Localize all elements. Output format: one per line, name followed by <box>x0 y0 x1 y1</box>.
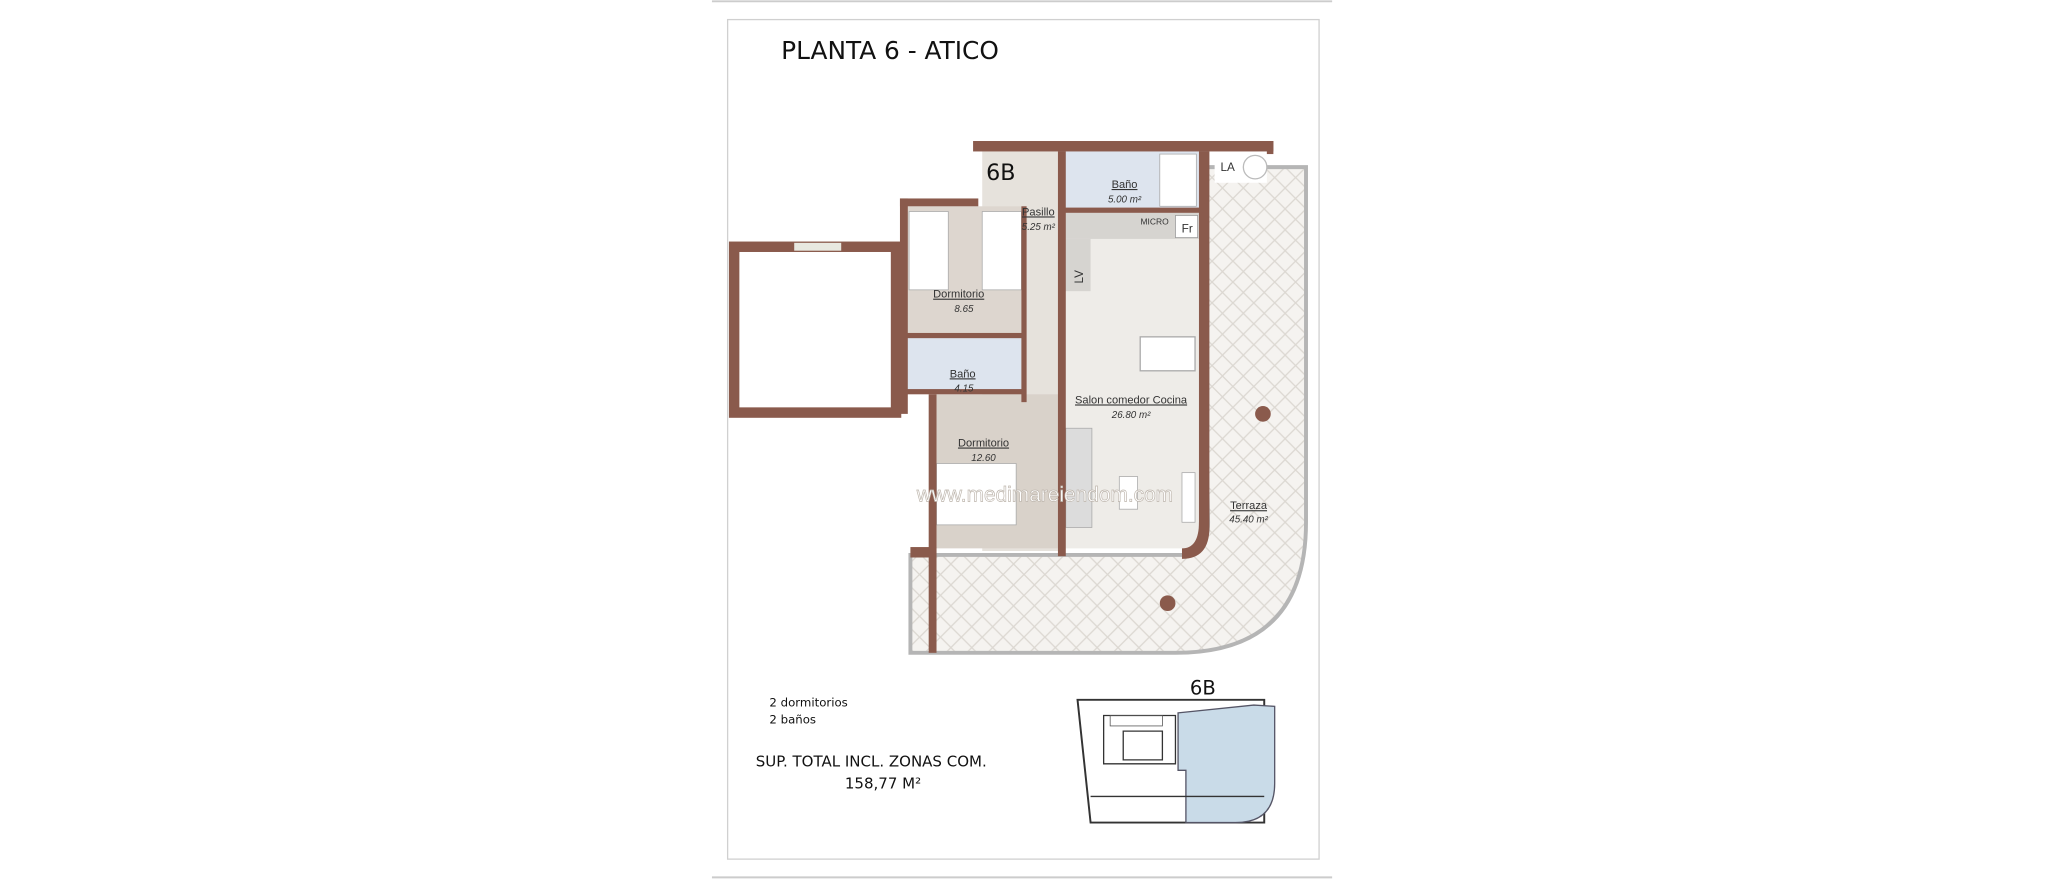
laundry-area <box>1214 151 1267 183</box>
micro-label: MICRO <box>1140 217 1169 227</box>
coffee-table <box>1118 476 1138 510</box>
terraza-label: Terraza <box>1230 500 1268 512</box>
adjacent-room <box>728 241 902 418</box>
watermark: www.medimareiendom.com <box>916 483 1173 506</box>
dormitorio-1-label: Dormitorio <box>933 289 984 301</box>
dining-table <box>1139 336 1196 372</box>
dishwasher-label: LV <box>1073 270 1086 284</box>
washer-icon <box>1242 154 1268 180</box>
fridge <box>1175 215 1199 239</box>
unit-label: 6B <box>986 160 1015 186</box>
shower <box>1159 153 1197 207</box>
dormitorio-2-label: Dormitorio <box>958 438 1009 450</box>
bano-main-label: Baño <box>1112 179 1138 191</box>
pasillo-label: Pasillo <box>1022 206 1055 218</box>
fridge-label: Fr <box>1182 222 1193 235</box>
kitchen-counter <box>1064 238 1091 292</box>
bathrooms-count: 2 baños <box>769 712 816 726</box>
tv-unit <box>1181 472 1196 523</box>
bano-2-area: 4.15 <box>954 384 974 395</box>
walls <box>899 141 1274 653</box>
bed <box>908 211 949 291</box>
bano-2-label: Baño <box>950 368 976 380</box>
window <box>794 242 842 251</box>
pasillo-area: 5.25 m² <box>1022 222 1056 233</box>
bano-main-area: 5.00 m² <box>1108 194 1142 205</box>
terraza-area: 45.40 m² <box>1229 514 1268 525</box>
bedrooms-count: 2 dormitorios <box>769 695 847 709</box>
salon-label: Salon comedor Cocina <box>1075 394 1188 406</box>
sofa <box>1065 427 1093 528</box>
washer-label: LA <box>1220 161 1235 174</box>
minimap-unit-label: 6B <box>1190 677 1216 700</box>
dormitorio-1-area: 8.65 <box>954 304 974 315</box>
bano-2-room <box>905 336 1022 392</box>
location-minimap: 6B <box>1076 677 1276 824</box>
total-area-label: SUP. TOTAL INCL. ZONAS COM. <box>756 752 987 770</box>
column <box>1255 406 1271 422</box>
salon-area: 26.80 m² <box>1111 410 1151 421</box>
total-area-value: 158,77 M² <box>845 775 921 793</box>
page-title: PLANTA 6 - ATICO <box>781 36 999 65</box>
dormitorio-2-area: 12.60 <box>971 453 996 464</box>
bed <box>981 211 1022 291</box>
column <box>1159 595 1176 612</box>
